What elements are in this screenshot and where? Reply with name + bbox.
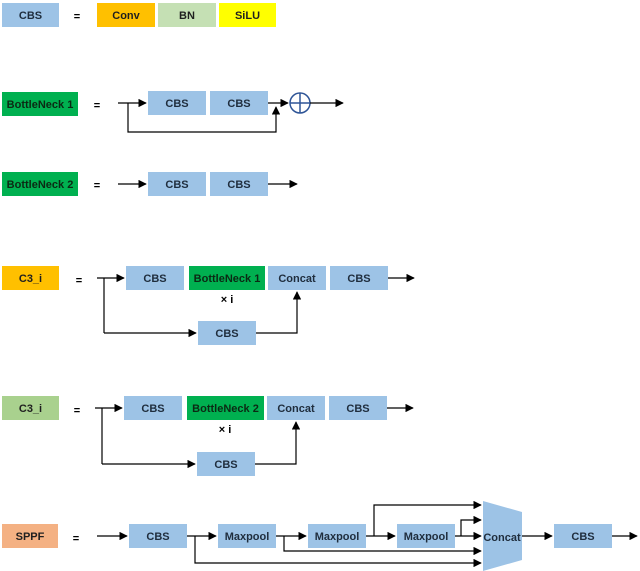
cbs-label: CBS xyxy=(346,403,369,415)
c3a-cbs-in: CBS xyxy=(126,266,184,290)
concat-label: Concat xyxy=(483,532,521,544)
bottleneck2-cbs-a: CBS xyxy=(148,172,206,196)
sppf-maxpool-1: Maxpool xyxy=(218,524,276,548)
equals-sign: = xyxy=(94,180,100,192)
cbs-label: CBS xyxy=(165,98,188,110)
bottleneck-label: BottleNeck 1 xyxy=(194,273,261,285)
bottleneck2-label: BottleNeck 2 xyxy=(7,179,74,191)
sppf-concat-block: Concat xyxy=(483,501,522,571)
sppf-cbs-in: CBS xyxy=(129,524,187,548)
arrow xyxy=(255,421,301,465)
c3b-cbs-skip: CBS xyxy=(197,452,255,476)
sppf-maxpool-2: Maxpool xyxy=(308,524,366,548)
bottleneck1-cbs-b: CBS xyxy=(210,91,268,115)
add-circle-icon xyxy=(289,92,311,114)
silu-label: SiLU xyxy=(235,10,260,22)
arrow xyxy=(256,291,302,334)
arrow xyxy=(373,500,482,536)
equals-sign: = xyxy=(74,11,80,23)
c3a-cbs-skip: CBS xyxy=(198,321,256,345)
c3b-cbs-in: CBS xyxy=(124,396,182,420)
cbs-label: CBS xyxy=(215,328,238,340)
c3-label: C3_i xyxy=(19,273,42,285)
cbs-label: CBS xyxy=(141,403,164,415)
sppf-label-box: SPPF xyxy=(2,524,58,548)
c3b-bottleneck-box: BottleNeck 2 xyxy=(187,396,264,420)
c3a-concat-box: Concat xyxy=(268,266,326,290)
cbs-label: CBS xyxy=(165,179,188,191)
maxpool-label: Maxpool xyxy=(315,531,360,543)
cbs-definition-row: CBS = Conv BN SiLU xyxy=(2,3,276,27)
c3b-concat-box: Concat xyxy=(267,396,325,420)
cbs-label: CBS xyxy=(227,98,250,110)
sppf-cbs-out: CBS xyxy=(554,524,612,548)
repeat-count: × i xyxy=(221,294,234,306)
concat-label: Concat xyxy=(278,273,316,285)
bn-label: BN xyxy=(179,10,195,22)
equals-sign: = xyxy=(74,405,80,417)
cbs-label: CBS xyxy=(19,10,42,22)
bottleneck2-row: BottleNeck 2 = CBS CBS xyxy=(2,172,298,196)
sppf-row: SPPF = CBS Maxpool Maxpool Maxpool Conca… xyxy=(2,500,638,571)
concat-label: Concat xyxy=(277,403,315,415)
sppf-label: SPPF xyxy=(16,531,45,543)
c3a-cbs-out: CBS xyxy=(330,266,388,290)
bn-box: BN xyxy=(158,3,216,27)
c3-bottleneck2-row: C3_i = CBS BottleNeck 2 × i Concat CBS C… xyxy=(2,396,414,476)
c3-bottleneck1-row: C3_i = CBS BottleNeck 1 × i Concat CBS C… xyxy=(2,266,415,345)
maxpool-label: Maxpool xyxy=(225,531,270,543)
maxpool-label: Maxpool xyxy=(404,531,449,543)
conv-box: Conv xyxy=(97,3,155,27)
equals-sign: = xyxy=(76,275,82,287)
cbs-label: CBS xyxy=(227,179,250,191)
bottleneck1-row: BottleNeck 1 = CBS CBS xyxy=(2,91,344,133)
conv-label: Conv xyxy=(112,10,140,22)
sppf-maxpool-3: Maxpool xyxy=(397,524,455,548)
c3-label-box: C3_i xyxy=(2,396,59,420)
residual-connection-arrow xyxy=(127,103,281,133)
bottleneck1-label-box: BottleNeck 1 xyxy=(2,92,78,116)
cbs-label-box: CBS xyxy=(2,3,59,27)
cbs-label: CBS xyxy=(146,531,169,543)
cbs-label: CBS xyxy=(347,273,370,285)
bottleneck2-label-box: BottleNeck 2 xyxy=(2,172,78,196)
cbs-label: CBS xyxy=(571,531,594,543)
arrow xyxy=(460,515,482,536)
bottleneck2-cbs-b: CBS xyxy=(210,172,268,196)
c3a-bottleneck-box: BottleNeck 1 xyxy=(189,266,265,290)
bottleneck-label: BottleNeck 2 xyxy=(192,403,259,415)
cbs-label: CBS xyxy=(143,273,166,285)
repeat-count: × i xyxy=(219,424,232,436)
arrow xyxy=(194,536,482,568)
equals-sign: = xyxy=(73,533,79,545)
c3-label-box: C3_i xyxy=(2,266,59,290)
bottleneck1-label: BottleNeck 1 xyxy=(7,99,74,111)
c3-label: C3_i xyxy=(19,403,42,415)
equals-sign: = xyxy=(94,100,100,112)
bottleneck1-cbs-a: CBS xyxy=(148,91,206,115)
arrow xyxy=(283,536,482,556)
silu-box: SiLU xyxy=(219,3,276,27)
cbs-label: CBS xyxy=(214,459,237,471)
c3b-cbs-out: CBS xyxy=(329,396,387,420)
